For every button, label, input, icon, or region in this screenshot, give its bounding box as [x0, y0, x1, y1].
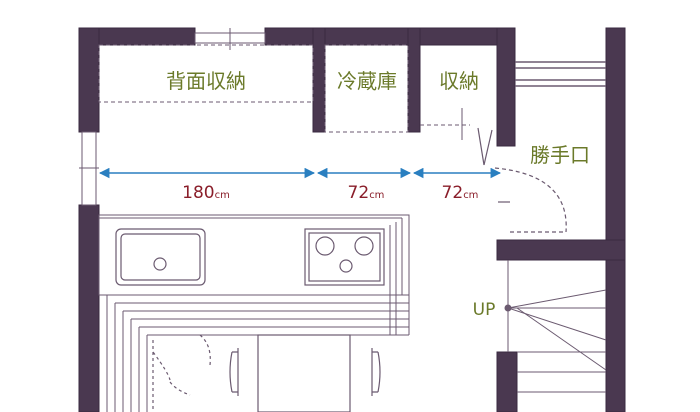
sink: [115, 228, 206, 286]
dining-area: [152, 334, 381, 412]
walls: [78, 27, 626, 412]
wall-stair-left: [496, 351, 518, 412]
label-refrigerator: 冷蔵庫: [337, 69, 397, 93]
burner-left: [315, 236, 335, 256]
label-storage: 収納: [439, 69, 479, 93]
wall-stair-top: [496, 239, 626, 261]
label-stairs-up: UP: [473, 300, 496, 320]
wall-left-upper: [78, 27, 100, 133]
window-left: [79, 131, 99, 206]
label-service-door: 勝手口: [530, 143, 590, 167]
stairs: [504, 260, 607, 393]
dimension-label-3: 72cm: [442, 183, 479, 203]
dimension-unit-3: cm: [463, 190, 478, 201]
dining-table: [257, 334, 351, 412]
dimension-value-1: 180: [182, 183, 214, 203]
burner-right: [354, 236, 374, 256]
service-door: [477, 127, 567, 233]
stair-up-marker: [504, 304, 512, 312]
chair-left: [229, 348, 239, 396]
dimension-value-2: 72: [348, 183, 370, 203]
wall-left-lower: [78, 204, 100, 412]
dimension-label-2: 72cm: [348, 183, 385, 203]
label-back-storage: 背面収納: [166, 69, 246, 93]
dimension-unit-2: cm: [369, 190, 384, 201]
dimension-label-1: 180cm: [182, 183, 230, 203]
storage-closet-outline: [420, 108, 470, 140]
wall-top-right: [264, 27, 516, 46]
kitchen-counter: [98, 214, 410, 412]
refrigerator-outline: [324, 44, 409, 133]
stove: [304, 228, 385, 286]
wall-outer-right: [605, 27, 626, 412]
sink-drain: [153, 257, 167, 271]
wall-right-storage: [496, 27, 516, 147]
burner-front: [339, 259, 353, 273]
storage-outlines: [98, 44, 409, 133]
dimension-value-3: 72: [442, 183, 464, 203]
chair-right: [371, 348, 381, 396]
dimension-unit-1: cm: [215, 190, 230, 201]
corridor-lines: [515, 61, 606, 87]
wall-partition-2: [407, 27, 421, 133]
back-storage-outline: [98, 44, 314, 103]
window-top: [194, 28, 266, 50]
wall-partition-1: [312, 27, 326, 133]
